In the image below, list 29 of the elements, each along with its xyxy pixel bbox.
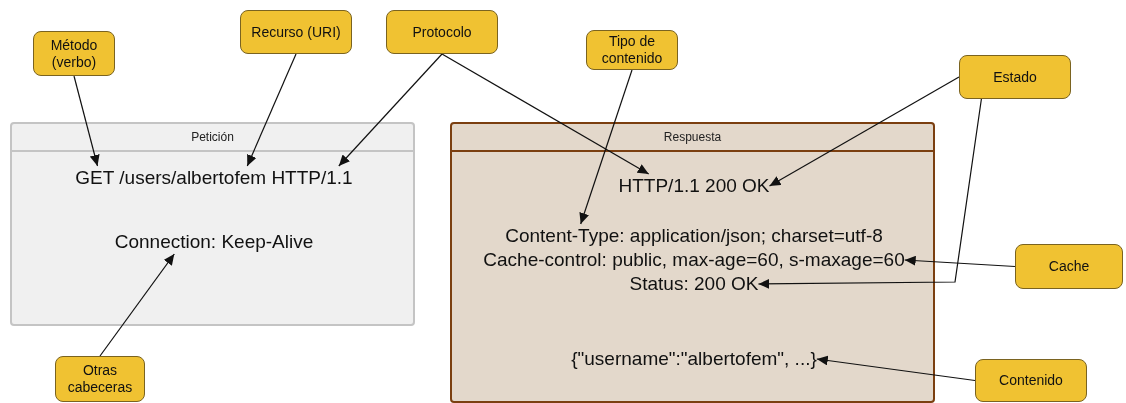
panel-heading: Respuesta xyxy=(663,130,722,144)
arrow xyxy=(73,75,100,167)
arrow xyxy=(338,53,443,167)
callout-box: Tipo de contenido xyxy=(586,30,678,70)
callout-box: Otras cabeceras xyxy=(55,356,145,402)
callout-box: Método (verbo) xyxy=(33,31,115,76)
header-line: Cache-control: public, max-age=60, s-maxage=60 xyxy=(483,248,905,272)
panel-heading: Petición xyxy=(191,130,234,144)
callout-box: Cache xyxy=(1015,244,1123,289)
arrow xyxy=(441,53,650,175)
arrow xyxy=(816,355,976,382)
response-panel xyxy=(450,122,935,403)
callout-box: Protocolo xyxy=(386,10,498,54)
request-panel xyxy=(10,122,415,326)
arrow xyxy=(757,98,982,289)
request-line: GET /users/albertofem HTTP/1.1 xyxy=(75,166,353,190)
callout-box: Recurso (URI) xyxy=(240,10,352,54)
arrow xyxy=(99,253,175,357)
arrow xyxy=(904,255,1016,268)
arrow xyxy=(246,53,297,167)
header-line: Content-Type: application/json; charset=utf-8 xyxy=(505,224,883,248)
arrow xyxy=(579,69,633,225)
header-line: Status: 200 OK xyxy=(629,272,759,296)
header-line: Connection: Keep-Alive xyxy=(114,230,314,254)
body-line: {"username":"albertofem", ...} xyxy=(571,347,817,371)
callout-box: Contenido xyxy=(975,359,1087,402)
callout-box: Estado xyxy=(959,55,1071,99)
arrow xyxy=(768,76,960,187)
status-line: HTTP/1.1 200 OK xyxy=(618,174,770,198)
